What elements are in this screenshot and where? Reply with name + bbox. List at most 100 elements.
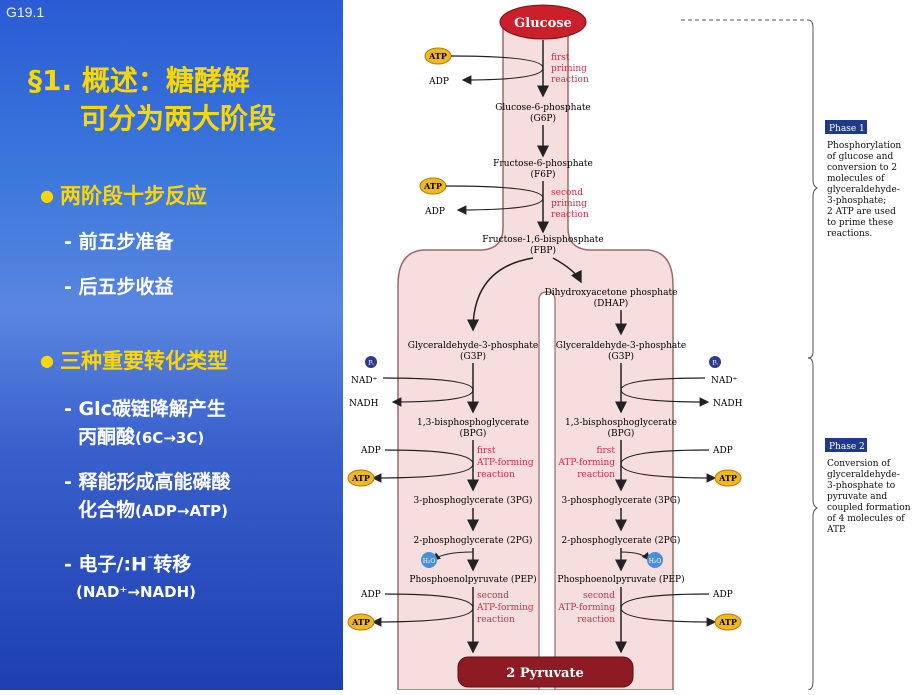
atp-label: ATP	[718, 617, 737, 627]
f6p-label: Fructose-6-phosphate	[493, 159, 593, 169]
phase2-description: Conversion of glyceraldehyde- 3-phosphat…	[826, 459, 911, 535]
slide-title: §1. 概述：糖酵解 可分为两大阶段	[28, 62, 276, 138]
bpg-right-label: 1,3-bisphosphoglycerate	[565, 418, 677, 428]
svg-text:molecules of: molecules of	[827, 174, 885, 184]
second-atp-forming-label-right: second ATP-forming reaction	[557, 591, 615, 625]
g3p-right-abbr: (G3P)	[608, 351, 634, 362]
atp-label: ATP	[351, 617, 370, 627]
water-label: H₂O	[423, 558, 436, 565]
svg-text:second: second	[583, 591, 615, 601]
svg-text:second: second	[477, 591, 509, 601]
svg-text:Conversion of: Conversion of	[827, 459, 891, 469]
2pg-right-label: 2-phosphoglycerate (2PG)	[562, 535, 681, 546]
atp-badge	[714, 613, 742, 631]
atp-badge	[347, 469, 375, 487]
water-icon	[421, 552, 437, 568]
svg-text:first: first	[477, 446, 496, 456]
title-line-1: §1. 概述：糖酵解	[28, 64, 250, 97]
svg-text:reaction: reaction	[577, 615, 615, 625]
pi-icon	[365, 356, 377, 368]
bullet-text: 三种重要转化类型	[59, 349, 228, 373]
adp-label: ADP	[360, 446, 381, 456]
adp-label: ADP	[712, 446, 733, 456]
bullet-three-types: ● 三种重要转化类型	[40, 345, 228, 375]
slide-id: G19.1	[6, 4, 45, 20]
svg-text:ATP-forming: ATP-forming	[557, 458, 615, 468]
phase1-badge	[825, 120, 867, 134]
adp-label: ADP	[712, 590, 733, 600]
phase-brackets	[681, 19, 819, 691]
phase1-label: Phase 1	[829, 124, 865, 134]
svg-text:to prime these: to prime these	[827, 218, 893, 228]
phase2-badge	[825, 438, 867, 452]
svg-text:Phosphorylation: Phosphorylation	[827, 141, 901, 151]
pi-label: Pᵢ	[712, 360, 718, 367]
first-priming-label: first priming reaction	[551, 53, 589, 85]
bpg-right-abbr: (BPG)	[608, 428, 635, 439]
svg-text:ATP-forming: ATP-forming	[557, 603, 615, 613]
fbp-abbr: (FBP)	[530, 245, 556, 256]
sub-line: - 电子/:H⁻转移	[64, 552, 192, 576]
slide-text-panel: G19.1 §1. 概述：糖酵解 可分为两大阶段 ●两阶段十步反应 - 前五步准…	[0, 0, 343, 690]
svg-text:pyruvate and: pyruvate and	[827, 492, 887, 502]
pyruvate-label: 2 Pyruvate	[506, 666, 583, 681]
sub-high-energy: - 释能形成高能磷酸 化合物(ADP→ATP)	[64, 468, 231, 525]
pathway-divider	[538, 291, 556, 691]
svg-text:3-phosphate to: 3-phosphate to	[827, 481, 895, 491]
bullet-text: 两阶段十步反应	[59, 184, 207, 208]
adp-label: ADP	[360, 590, 381, 600]
svg-text:glyceraldehyde-: glyceraldehyde-	[827, 185, 900, 195]
svg-text:coupled formation: coupled formation	[827, 503, 911, 513]
atp-badge	[714, 469, 742, 487]
svg-text:reaction: reaction	[551, 75, 589, 85]
svg-text:of 4 molecules of: of 4 molecules of	[827, 514, 905, 524]
adp-label: ADP	[424, 207, 445, 217]
g3p-right-label: Glyceraldehyde-3-phosphate	[556, 341, 686, 351]
svg-text:first: first	[551, 53, 570, 63]
g3p-left-label: Glyceraldehyde-3-phosphate	[408, 341, 538, 351]
water-label: H₂O	[649, 558, 662, 565]
svg-text:ATP.: ATP.	[826, 525, 846, 535]
glucose-label: Glucose	[514, 16, 572, 31]
svg-text:priming: priming	[551, 64, 587, 74]
fbp-label: Fructose-1,6-bisphosphate	[482, 235, 603, 245]
pep-left-label: Phosphoenolpyruvate (PEP)	[409, 574, 536, 585]
first-atp-forming-label-left: first ATP-forming reaction	[476, 446, 534, 480]
bullet-dot-icon: ●	[40, 351, 54, 370]
3pg-right-label: 3-phosphoglycerate (3PG)	[562, 495, 681, 506]
f6p-abbr: (F6P)	[530, 169, 555, 180]
svg-text:glyceraldehyde-: glyceraldehyde-	[827, 470, 900, 480]
svg-text:second: second	[551, 188, 583, 198]
nadh-left-label: NADH	[349, 399, 379, 409]
sub-line: 化合物(ADP→ATP)	[78, 499, 229, 521]
atp-form-left-arrow-2	[371, 593, 474, 627]
svg-text:ATP-forming: ATP-forming	[476, 603, 534, 613]
nad-left-label: NAD⁺	[351, 376, 378, 386]
atp-consume-arrow	[445, 185, 544, 215]
svg-text:reaction: reaction	[477, 470, 515, 480]
2pg-left-label: 2-phosphoglycerate (2PG)	[414, 535, 533, 546]
glucose-node	[499, 4, 587, 40]
svg-text:reaction: reaction	[551, 210, 589, 220]
atp-form-right-arrow	[620, 449, 717, 483]
adp-label: ADP	[428, 77, 449, 87]
atp-label: ATP	[718, 473, 737, 483]
sub-payoff: - 后五步收益	[64, 276, 174, 298]
arrow-to-dhap	[552, 257, 582, 284]
pi-icon	[709, 356, 721, 368]
sub-line: - Glc碳链降解产生	[64, 398, 226, 420]
svg-text:reaction: reaction	[477, 615, 515, 625]
atp-consume-arrow	[450, 55, 544, 85]
sub-prep: - 前五步准备	[64, 231, 174, 253]
sub-electron: - 电子/:H⁻转移 (NAD⁺→NADH)	[64, 545, 196, 606]
g6p-abbr: (G6P)	[530, 113, 556, 124]
svg-text:first: first	[596, 446, 615, 456]
bullet-two-phases: ●两阶段十步反应	[40, 180, 207, 210]
atp-form-right-arrow-2	[620, 593, 717, 627]
bpg-left-label: 1,3-bisphosphoglycerate	[417, 418, 529, 428]
bpg-left-abbr: (BPG)	[460, 428, 487, 439]
svg-text:conversion to 2: conversion to 2	[827, 163, 897, 173]
phase1-description: Phosphorylation of glucose and conversio…	[827, 141, 901, 239]
g3p-left-abbr: (G3P)	[460, 351, 486, 362]
pyruvate-node	[457, 656, 634, 688]
